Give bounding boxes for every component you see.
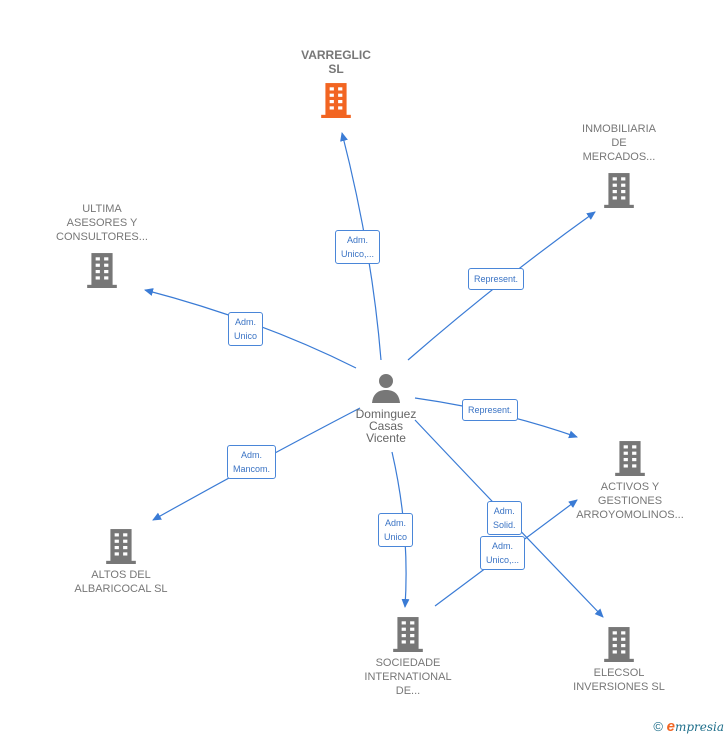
node-altos[interactable]: ALTOS DEL ALBARICOCAL SL — [66, 528, 176, 596]
person-name: Dominguez Casas Vicente — [355, 407, 417, 445]
building-icon — [604, 173, 634, 208]
edge-label-sociedade[interactable]: Adm. Unico — [378, 513, 414, 547]
node-sociedade[interactable]: SOCIEDADE INTERNATIONAL DE... — [350, 616, 466, 698]
edge-label-inmobiliaria[interactable]: Represent. — [468, 268, 525, 290]
node-label: SOCIEDADE INTERNATIONAL DE... — [364, 657, 452, 697]
node-label: VARREGLIC SL — [301, 48, 371, 76]
building-icon — [615, 441, 645, 476]
node-inmobiliaria[interactable]: INMOBILIARIA DE MERCADOS... — [560, 122, 678, 208]
building-icon — [393, 617, 423, 652]
node-varreglic[interactable]: VARREGLIC SL — [281, 48, 391, 118]
building-icon — [87, 253, 117, 288]
building-icon — [604, 627, 634, 662]
brand-name: mpresia — [674, 720, 724, 734]
node-activos[interactable]: ACTIVOS Y GESTIONES ARROYOMOLINOS... — [567, 440, 693, 522]
node-label: INMOBILIARIA DE MERCADOS... — [582, 123, 656, 163]
edge-label-activos[interactable]: Represent. — [462, 399, 519, 421]
node-elecsol[interactable]: ELECSOL INVERSIONES SL — [564, 626, 674, 694]
edge-label-altos[interactable]: Adm. Mancom. — [227, 445, 277, 479]
node-person[interactable]: Dominguez Casas Vicente — [350, 372, 422, 444]
node-ultima[interactable]: ULTIMA ASESORES Y CONSULTORES... — [42, 202, 162, 288]
edge-label-varreglic[interactable]: Adm. Unico,... — [335, 230, 381, 264]
brand-initial: e — [666, 718, 675, 735]
node-label: ALTOS DEL ALBARICOCAL SL — [74, 569, 168, 595]
node-label: ULTIMA ASESORES Y CONSULTORES... — [56, 203, 148, 243]
person-icon — [372, 374, 400, 403]
edge-label-soc-activos[interactable]: Adm. Unico,... — [480, 536, 526, 570]
edge-label-ultima[interactable]: Adm. Unico — [228, 312, 264, 346]
edge-label-elecsol[interactable]: Adm. Solid. — [487, 501, 522, 535]
building-icon — [106, 529, 136, 564]
copyright-icon: © — [653, 719, 663, 734]
brand-footer: © empresia — [653, 718, 724, 735]
node-label: ELECSOL INVERSIONES SL — [573, 667, 665, 693]
building-icon — [321, 83, 351, 118]
node-label: ACTIVOS Y GESTIONES ARROYOMOLINOS... — [576, 481, 684, 521]
